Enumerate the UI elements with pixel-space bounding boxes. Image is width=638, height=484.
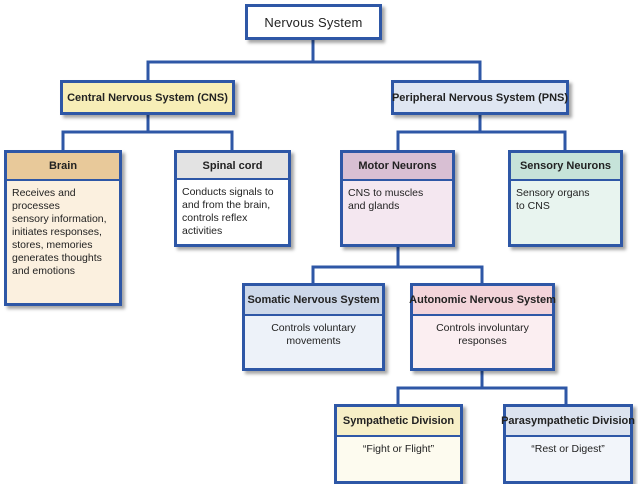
node-spinal-cord-title: Spinal cord (177, 153, 288, 180)
node-pns-title: Peripheral Nervous System (PNS) (391, 91, 569, 104)
node-pns: Peripheral Nervous System (PNS) (391, 80, 569, 115)
node-motor-neurons-title: Motor Neurons (343, 153, 452, 181)
node-parasympathetic-division: Parasympathetic Division “Rest or Digest… (501, 404, 635, 484)
node-brain-body: Receives and processes sensory informati… (12, 187, 107, 277)
node-motor-neurons-body: CNS to muscles and glands (348, 187, 424, 212)
node-sensory-neurons-title: Sensory Neurons (511, 153, 620, 181)
node-autonomic-title: Autonomic Nervous System (409, 286, 556, 316)
node-somatic-nervous-system: Somatic Nervous System Controls voluntar… (242, 283, 385, 371)
connector-motor-branch (311, 265, 484, 283)
connector-root-branch (146, 60, 482, 80)
node-spinal-cord: Spinal cord Conducts signals to and from… (174, 150, 291, 247)
node-sympathetic-body: “Fight or Flight” (362, 443, 435, 455)
connector-pns-branch (396, 130, 567, 150)
node-somatic-title: Somatic Nervous System (245, 286, 382, 316)
node-autonomic-body: Controls involuntary responses (436, 322, 529, 347)
node-parasympathetic-body: “Rest or Digest” (531, 443, 605, 455)
node-parasympathetic-title: Parasympathetic Division (501, 407, 635, 437)
node-cns: Central Nervous System (CNS) (60, 80, 235, 115)
node-sensory-neurons-body: Sensory organs to CNS (516, 187, 590, 212)
node-spinal-cord-body: Conducts signals to and from the brain, … (182, 186, 274, 237)
connector-cns-branch (61, 130, 234, 150)
node-brain-title: Brain (7, 153, 119, 181)
node-nervous-system: Nervous System (245, 4, 382, 40)
node-cns-title: Central Nervous System (CNS) (67, 91, 228, 104)
node-nervous-system-title: Nervous System (264, 14, 363, 30)
connector-autonomic-branch (396, 386, 568, 404)
node-sympathetic-title: Sympathetic Division (337, 407, 460, 437)
node-sympathetic-division: Sympathetic Division “Fight or Flight” (334, 404, 463, 484)
node-autonomic-nervous-system: Autonomic Nervous System Controls involu… (409, 283, 556, 371)
node-brain: Brain Receives and processes sensory inf… (4, 150, 122, 306)
node-sensory-neurons: Sensory Neurons Sensory organs to CNS (508, 150, 623, 247)
node-somatic-body: Controls voluntary movements (271, 322, 356, 347)
node-motor-neurons: Motor Neurons CNS to muscles and glands (340, 150, 455, 247)
